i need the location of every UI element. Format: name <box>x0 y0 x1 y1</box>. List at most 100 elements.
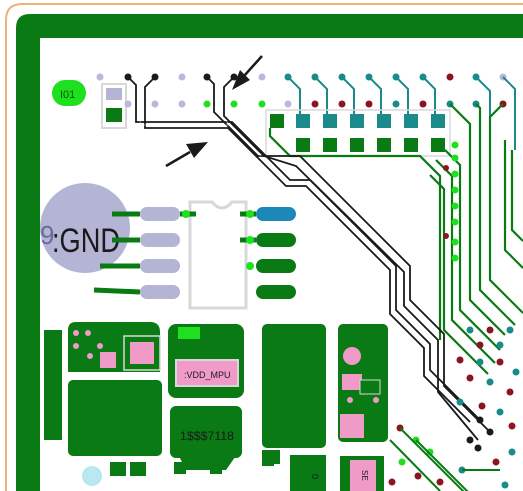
via[interactable] <box>451 202 459 210</box>
via[interactable] <box>451 218 459 226</box>
via[interactable] <box>258 73 266 81</box>
via[interactable] <box>476 416 484 424</box>
smd-pad[interactable] <box>100 352 116 368</box>
copper-region[interactable] <box>290 455 326 491</box>
copper-region[interactable] <box>44 330 62 440</box>
via[interactable] <box>506 388 514 396</box>
smd-pad[interactable] <box>256 233 296 247</box>
via[interactable] <box>496 358 504 366</box>
via[interactable] <box>486 378 494 386</box>
smd-pad[interactable] <box>342 374 362 390</box>
ic-footprint[interactable] <box>140 200 296 310</box>
smd-pad[interactable] <box>377 114 391 128</box>
via[interactable] <box>496 408 504 416</box>
gnd-pad[interactable] <box>40 183 130 273</box>
via[interactable] <box>474 444 482 452</box>
via[interactable] <box>436 478 444 486</box>
via[interactable] <box>230 100 238 108</box>
trace[interactable] <box>488 103 523 314</box>
via[interactable] <box>466 436 474 444</box>
smd-pad[interactable] <box>359 379 381 395</box>
trace[interactable] <box>368 76 382 118</box>
smd-pad[interactable] <box>296 114 310 128</box>
via[interactable] <box>258 100 266 108</box>
smd-pad[interactable] <box>256 207 296 221</box>
trace[interactable] <box>399 427 470 491</box>
smd-pad[interactable] <box>256 259 296 273</box>
vdd-mpu-pad[interactable] <box>175 359 239 387</box>
via[interactable] <box>151 100 159 108</box>
smd-pad[interactable] <box>377 138 391 152</box>
via[interactable] <box>414 472 422 480</box>
via[interactable] <box>451 238 459 246</box>
via[interactable] <box>451 141 459 149</box>
via[interactable] <box>443 233 449 239</box>
smd-pad[interactable] <box>256 285 296 299</box>
via[interactable] <box>451 254 459 262</box>
via[interactable] <box>343 347 361 365</box>
via[interactable] <box>284 100 292 108</box>
trace[interactable] <box>268 128 442 340</box>
trace[interactable] <box>223 76 479 441</box>
trace[interactable] <box>93 287 141 295</box>
smd-pad[interactable] <box>431 114 445 128</box>
smd-pad[interactable] <box>431 138 445 152</box>
trace[interactable] <box>206 76 491 433</box>
smd-pad[interactable] <box>323 138 337 152</box>
copper-region[interactable] <box>68 380 162 456</box>
via[interactable] <box>508 422 516 430</box>
via[interactable] <box>85 330 91 336</box>
smd-pad[interactable] <box>106 88 122 100</box>
via[interactable] <box>96 73 104 81</box>
via[interactable] <box>203 100 211 108</box>
via[interactable] <box>456 398 464 406</box>
smd-pad[interactable] <box>404 114 418 128</box>
via[interactable] <box>178 73 186 81</box>
smd-pad[interactable] <box>178 327 200 339</box>
via[interactable] <box>501 481 509 489</box>
pink-pad[interactable] <box>350 460 376 491</box>
via[interactable] <box>311 100 319 108</box>
via[interactable] <box>476 358 484 366</box>
smd-pad[interactable] <box>106 108 122 122</box>
trace[interactable] <box>503 140 523 269</box>
copper-region[interactable] <box>262 324 326 448</box>
smd-pad[interactable] <box>140 207 180 221</box>
via[interactable] <box>182 210 190 218</box>
via[interactable] <box>338 100 346 108</box>
via[interactable] <box>486 326 494 334</box>
smd-pad[interactable] <box>110 462 126 476</box>
trace[interactable] <box>449 103 506 336</box>
via[interactable] <box>451 154 459 162</box>
trace[interactable] <box>341 76 355 118</box>
pink-pad[interactable] <box>340 414 364 438</box>
via[interactable] <box>388 478 396 486</box>
via[interactable] <box>82 466 102 486</box>
pink-pad[interactable] <box>130 342 154 364</box>
via[interactable] <box>466 374 474 382</box>
via[interactable] <box>506 326 514 334</box>
via[interactable] <box>398 458 406 466</box>
via[interactable] <box>512 368 520 376</box>
smd-pad[interactable] <box>296 138 310 152</box>
smd-pad[interactable] <box>140 285 180 299</box>
trace[interactable] <box>389 439 441 491</box>
smd-pad[interactable] <box>210 462 222 474</box>
smd-pad[interactable] <box>350 138 364 152</box>
trace[interactable] <box>415 439 470 491</box>
trace[interactable] <box>395 76 409 118</box>
via[interactable] <box>178 100 186 108</box>
smd-pad[interactable] <box>140 259 180 273</box>
via[interactable] <box>496 341 504 349</box>
smd-pad[interactable] <box>130 462 146 476</box>
trace[interactable] <box>422 76 436 118</box>
via[interactable] <box>246 262 254 270</box>
designator-badge[interactable] <box>52 80 86 106</box>
via[interactable] <box>246 236 254 244</box>
smd-pad[interactable] <box>262 452 274 466</box>
trace[interactable] <box>475 76 491 150</box>
smd-pad[interactable] <box>350 114 364 128</box>
via[interactable] <box>347 397 353 403</box>
copper-region[interactable] <box>170 406 242 458</box>
